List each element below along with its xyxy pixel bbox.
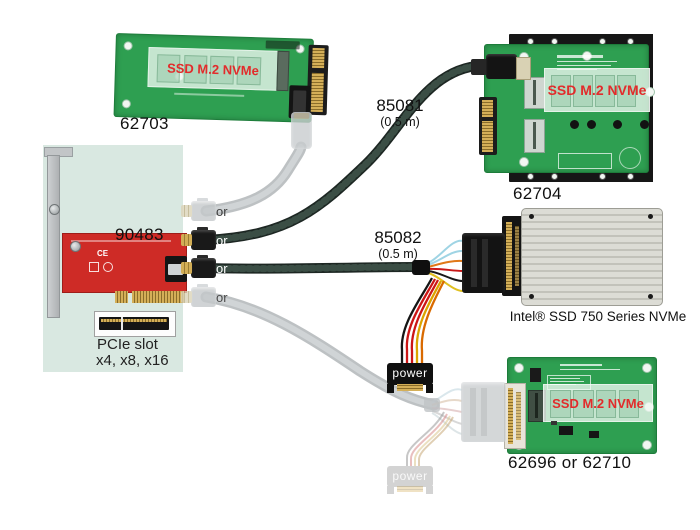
bracket-screw xyxy=(49,204,60,215)
pcie-edge-connector xyxy=(132,291,184,303)
component xyxy=(551,421,557,425)
ghost-power-wires xyxy=(405,411,454,466)
standoff xyxy=(587,120,596,129)
cable-85082-sleeve xyxy=(412,260,430,275)
pin-header xyxy=(530,368,541,382)
or-label-1: or xyxy=(216,204,228,219)
power-wires xyxy=(400,277,446,363)
power-tab xyxy=(426,384,433,393)
cable-85081-number: 85081 xyxy=(376,96,424,115)
ssd-overlay-label: SSD M.2 NVMe xyxy=(547,82,647,98)
ghost-cable-62703-highlight xyxy=(203,144,304,214)
intel-ssd-label: Intel® SSD 750 Series NVMe xyxy=(509,309,687,324)
sata-connector xyxy=(479,97,497,155)
silkscreen-circle xyxy=(619,147,641,169)
m2-ssd-silhouette: SSD M.2 NVMe xyxy=(544,68,650,112)
intel-ssd-body xyxy=(521,208,663,306)
silkscreen xyxy=(560,364,602,366)
sff-socket xyxy=(516,57,531,80)
card-screw xyxy=(70,241,81,252)
power-tab xyxy=(426,486,433,494)
or-label-2: or xyxy=(216,233,228,248)
or-label-4: or xyxy=(216,290,228,305)
ssd-overlay-label: SSD M.2 NVMe xyxy=(166,60,260,78)
power-pins xyxy=(397,486,423,492)
pcie-slot-graphic xyxy=(94,311,176,337)
part-number-90483: 90483 xyxy=(115,225,164,244)
adapter-62703-board: SSD M.2 NVMe xyxy=(113,33,329,123)
standoff xyxy=(570,120,579,129)
cable-85081-path xyxy=(201,61,481,245)
or-label-3: or xyxy=(216,261,228,276)
cable-85081-plug xyxy=(471,59,487,75)
cable-85081-plug-head xyxy=(486,54,517,79)
m2-ssd-silhouette: SSD M.2 NVMe xyxy=(147,46,279,91)
cable-85082-number: 85082 xyxy=(374,228,422,247)
weee-symbol xyxy=(89,262,99,272)
pcie-card-90483: CE xyxy=(62,233,187,303)
prohibition-symbol xyxy=(103,262,113,272)
cable-85082-length: (0.5 m) xyxy=(378,247,418,261)
silkscreen xyxy=(557,61,617,62)
part-number-62703: 62703 xyxy=(120,114,169,133)
pcie-edge-connector xyxy=(115,291,128,303)
silkscreen xyxy=(71,240,171,242)
ghost-u2-plug xyxy=(461,382,506,442)
u2-plug xyxy=(462,233,505,293)
m2-ssd-silhouette: SSD M.2 NVMe xyxy=(543,384,653,422)
m2-socket xyxy=(276,50,290,92)
intel-ssd-connector xyxy=(502,216,524,296)
cable-85082-path xyxy=(201,262,423,274)
cable-85081-braid xyxy=(202,62,480,244)
power-tab xyxy=(387,384,394,393)
adapter-62696-pcb: SSD M.2 NVMe xyxy=(507,357,657,454)
ssd-screw xyxy=(648,214,653,219)
standoff xyxy=(640,120,649,129)
cable-85081-length: (0.5 m) xyxy=(380,115,420,129)
ssd-screw xyxy=(529,214,534,219)
ce-mark: CE xyxy=(97,249,109,258)
part-number-62704: 62704 xyxy=(513,184,562,203)
m2-socket-1 xyxy=(524,77,545,109)
pcie-slot-title: PCIe slot xyxy=(97,336,158,353)
ghost-cable-62696-highlight xyxy=(203,294,437,408)
ghost-plug-62703 xyxy=(291,112,312,149)
silkscreen-outline xyxy=(558,153,612,169)
ssd-screw xyxy=(529,294,534,299)
standoff xyxy=(613,120,622,129)
power-label: power xyxy=(392,366,428,380)
ssd-overlay-label: SSD M.2 NVMe xyxy=(552,395,644,411)
component xyxy=(589,431,599,438)
u2-receptacle xyxy=(504,383,526,449)
m2-socket-2 xyxy=(524,119,545,153)
component xyxy=(559,426,573,435)
power-tab xyxy=(387,486,394,494)
silkscreen xyxy=(560,369,620,370)
silkscreen xyxy=(557,55,603,58)
u2-wire-fan xyxy=(427,239,464,292)
power-label-ghost: power xyxy=(392,469,428,483)
ssd-screw xyxy=(648,294,653,299)
sata-connector xyxy=(306,44,329,116)
power-pins xyxy=(397,384,423,391)
silkscreen xyxy=(557,65,611,66)
component-cluster xyxy=(265,40,300,50)
pcie-slot-sizes: x4, x8, x16 xyxy=(96,352,169,369)
cable-85082-braid xyxy=(202,263,422,273)
ghost-cable-sleeve xyxy=(424,398,440,412)
part-number-62696: 62696 or 62710 xyxy=(508,453,632,472)
pcie-bracket xyxy=(47,155,60,318)
